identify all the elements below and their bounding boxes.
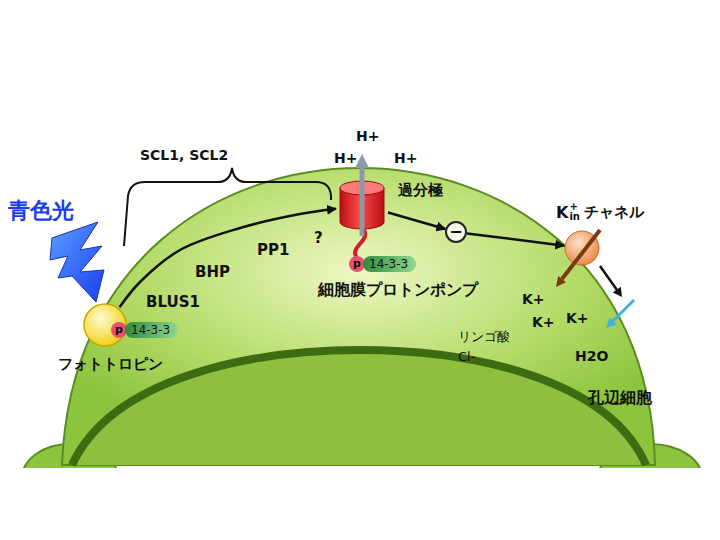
text-holder: 孔辺細胞: [588, 388, 652, 409]
arrow-head: [613, 287, 622, 297]
charge-sign: −: [449, 224, 462, 240]
lightning-bolt: [50, 222, 104, 302]
label-holder: BLUS1: [146, 292, 200, 311]
charge-circle: −: [445, 221, 467, 243]
photoreceptor-circle: [84, 304, 126, 346]
text-label: PP1: [257, 241, 289, 259]
cell-label: 孔辺細胞: [588, 388, 652, 407]
label-holder: リンゴ酸: [458, 326, 510, 346]
text-label: BLUS1: [146, 293, 200, 311]
text-label: 青色光: [8, 198, 74, 223]
text-label: ?: [314, 229, 323, 247]
label-holder: ?: [314, 228, 323, 247]
protein-name: 14-3-3: [363, 256, 416, 272]
text-label: K+: [522, 291, 545, 307]
label-holder: SCL1, SCL2: [140, 145, 228, 164]
channel-label: K: [556, 203, 568, 222]
text-label: K+: [566, 310, 589, 326]
label-holder: H+: [394, 148, 417, 167]
proton-arrow: [360, 167, 365, 236]
text-holder: 細胞膜プロトンポンプ: [318, 280, 478, 301]
arrow-head: [355, 154, 369, 168]
label-holder: BHP: [195, 262, 230, 281]
cell-body: [62, 168, 655, 465]
label-holder: K+: [532, 312, 555, 331]
text-label: Cl-: [458, 349, 475, 364]
node-label: フォトトロピン: [58, 355, 163, 373]
channel-shape: [564, 230, 600, 266]
text-holder: フォトトロピン: [58, 354, 163, 374]
label-holder: 青色光: [8, 196, 74, 226]
channel-label: チャネル: [584, 203, 644, 222]
flow-arrow: [600, 266, 617, 290]
text-label: H+: [356, 128, 379, 144]
label-holder: 過分極: [398, 180, 443, 200]
script-stack: +in: [569, 202, 580, 222]
label-holder: K+: [522, 289, 545, 308]
text-label: H+: [394, 150, 417, 166]
protein-pill: p14-3-3: [349, 256, 416, 272]
label-holder: Cl-: [458, 346, 475, 365]
text-label: SCL1, SCL2: [140, 147, 228, 163]
text-label: BHP: [195, 263, 230, 281]
protein-name: 14-3-3: [125, 322, 178, 338]
edge-label: 過分極: [398, 181, 443, 199]
pump-shape: [336, 180, 388, 230]
potassium-arrow: [562, 230, 600, 279]
text-label: H2O: [575, 348, 608, 364]
text-label: H+: [334, 150, 357, 166]
channel-label: +: [569, 202, 580, 212]
label-holder: H+: [356, 126, 379, 145]
label-holder: PP1: [257, 240, 289, 259]
arrow-head: [556, 276, 566, 287]
text-holder: K+in チャネル: [556, 202, 644, 222]
label-holder: H2O: [575, 346, 608, 365]
label-holder: K+: [566, 308, 589, 327]
text-label: リンゴ酸: [458, 329, 510, 344]
text-label: K+: [532, 314, 555, 330]
label-holder: H+: [334, 148, 357, 167]
node-label: 細胞膜プロトンポンプ: [318, 280, 478, 299]
channel-label: in: [569, 212, 580, 222]
protein-pill: p14-3-3: [111, 322, 178, 338]
